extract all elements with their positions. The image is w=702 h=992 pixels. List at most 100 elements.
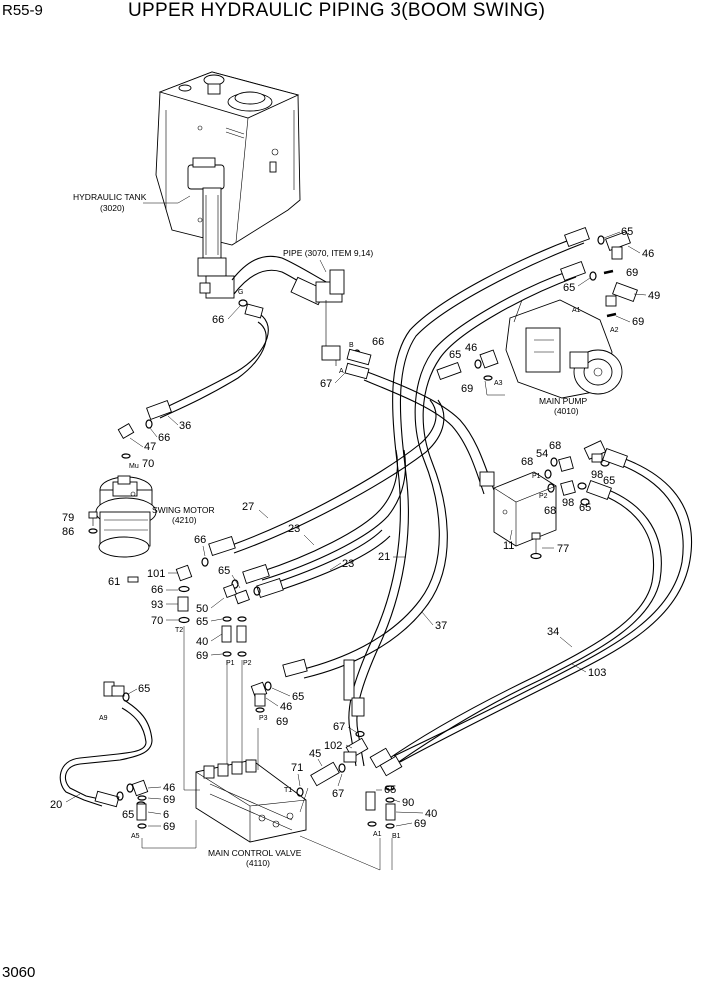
part-69-pump-a3: 69 [461, 383, 473, 395]
part-98-upper: 98 [591, 469, 603, 481]
part-68-valve-top: 68 [549, 440, 561, 452]
part-69-pump-top: 69 [626, 267, 638, 279]
hose-103 [383, 480, 662, 769]
port-p1: P1 [226, 660, 235, 667]
part-69-a5: 69 [163, 794, 175, 806]
suction-pipe [231, 255, 345, 306]
part-77: 77 [557, 543, 569, 555]
part-93: 93 [151, 599, 163, 611]
part-21: 21 [378, 551, 390, 563]
part-67-t1: 67 [332, 788, 344, 800]
part-46-pump-top: 46 [642, 248, 654, 260]
main-control-valve-drawing [195, 759, 307, 843]
elbow-46-p3 [250, 681, 268, 707]
part-101: 101 [147, 568, 165, 580]
port-t1: T1 [284, 787, 292, 794]
part-47: 47 [144, 441, 156, 453]
part-6: 6 [163, 809, 169, 821]
elbow-49-pump [605, 282, 638, 307]
main-pump-code: (4010) [554, 406, 579, 416]
hose-20 [59, 681, 153, 808]
hydraulic-tank-code: (3020) [100, 203, 125, 213]
elbow-46-a3 [479, 349, 499, 369]
part-65-conn50: 65 [196, 616, 208, 628]
part-102: 102 [324, 740, 342, 752]
hose-37 [282, 261, 586, 679]
part-46-p3: 46 [280, 701, 292, 713]
port-b1-mcv: B1 [392, 833, 401, 840]
main-pump-drawing [505, 299, 623, 399]
part-40-b1: 40 [425, 808, 437, 820]
part-65-a5: 65 [122, 809, 134, 821]
part-67-pipe-a: 67 [320, 378, 332, 390]
part-46-a5: 46 [163, 782, 175, 794]
swing-motor-drawing [95, 475, 157, 558]
part-79: 79 [62, 512, 74, 524]
valve-block-11 [479, 471, 557, 547]
port-a3: A3 [494, 380, 503, 387]
part-69-p1: 69 [196, 650, 208, 662]
part-68-valve-p1: 68 [521, 456, 533, 468]
swing-motor-code: (4210) [172, 515, 197, 525]
part-65-hose23: 65 [218, 565, 230, 577]
port-p3: P3 [259, 715, 268, 722]
part-65-a9: 65 [138, 683, 150, 695]
swing-motor-label: SWING MOTOR [152, 505, 215, 515]
part-65-valve-lower: 65 [579, 502, 591, 514]
part-40-p1: 40 [196, 636, 208, 648]
hose-23-lower [256, 529, 391, 598]
part-69-pump-a2: 69 [632, 316, 644, 328]
hose-36 [117, 303, 269, 439]
hose-27 [208, 399, 445, 556]
model-number: R55-9 [2, 2, 43, 19]
elbow-98-upper [583, 440, 607, 463]
main-control-valve-code: (4110) [246, 858, 270, 868]
pipe-label: PIPE (3070, ITEM 9,14) [283, 248, 373, 258]
port-a5: A5 [131, 833, 140, 840]
bolt-79 [88, 511, 98, 526]
part-27: 27 [242, 501, 254, 513]
part-69-p3: 69 [276, 716, 288, 728]
part-54: 54 [536, 448, 548, 460]
main-pump-label: MAIN PUMP [539, 396, 588, 406]
hydraulic-tank-label: HYDRAULIC TANK [73, 192, 147, 202]
part-65-pump-a3: 65 [449, 349, 461, 361]
port-p2: P2 [243, 660, 252, 667]
part-70-t2: 70 [151, 615, 163, 627]
part-66-hose27: 66 [194, 534, 206, 546]
part-37: 37 [435, 620, 447, 632]
part-50: 50 [196, 603, 208, 615]
hose-pipe-block-to-valve [344, 348, 495, 495]
part-69-a5-low: 69 [163, 821, 175, 833]
filter-45 [310, 761, 340, 787]
part-66-pipe-b: 66 [372, 336, 384, 348]
part-98-lower: 98 [562, 497, 574, 509]
part-90: 90 [402, 797, 414, 809]
part-20: 20 [50, 799, 62, 811]
part-45: 45 [309, 748, 321, 760]
part-66-elbow101: 66 [151, 584, 163, 596]
elbow-46-pump [605, 231, 631, 260]
connector-50 [223, 584, 250, 605]
hose-34 [393, 448, 692, 763]
part-34: 34 [547, 626, 559, 638]
port-a1: A1 [572, 307, 581, 314]
elbow-101 [175, 564, 193, 582]
hydraulic-tank-drawing [155, 71, 301, 299]
page-number: 3060 [2, 964, 36, 981]
part-103: 103 [588, 667, 606, 679]
port-t2: T2 [175, 627, 183, 634]
part-86: 86 [62, 526, 74, 538]
part-61: 61 [108, 576, 120, 588]
part-66-tank: 66 [212, 314, 224, 326]
port-a1-mcv: A1 [373, 831, 382, 838]
part-36: 36 [179, 420, 191, 432]
diagram-title: UPPER HYDRAULIC PIPING 3(BOOM SWING) [128, 0, 546, 21]
port-p2-valve: P2 [539, 493, 548, 500]
part-65-pump-top: 65 [621, 226, 633, 238]
port-b: B [349, 342, 354, 349]
part-65-a1: 65 [384, 784, 396, 796]
part-65-valve-upper: 65 [603, 475, 615, 487]
part-68-valve-p2: 68 [544, 505, 556, 517]
